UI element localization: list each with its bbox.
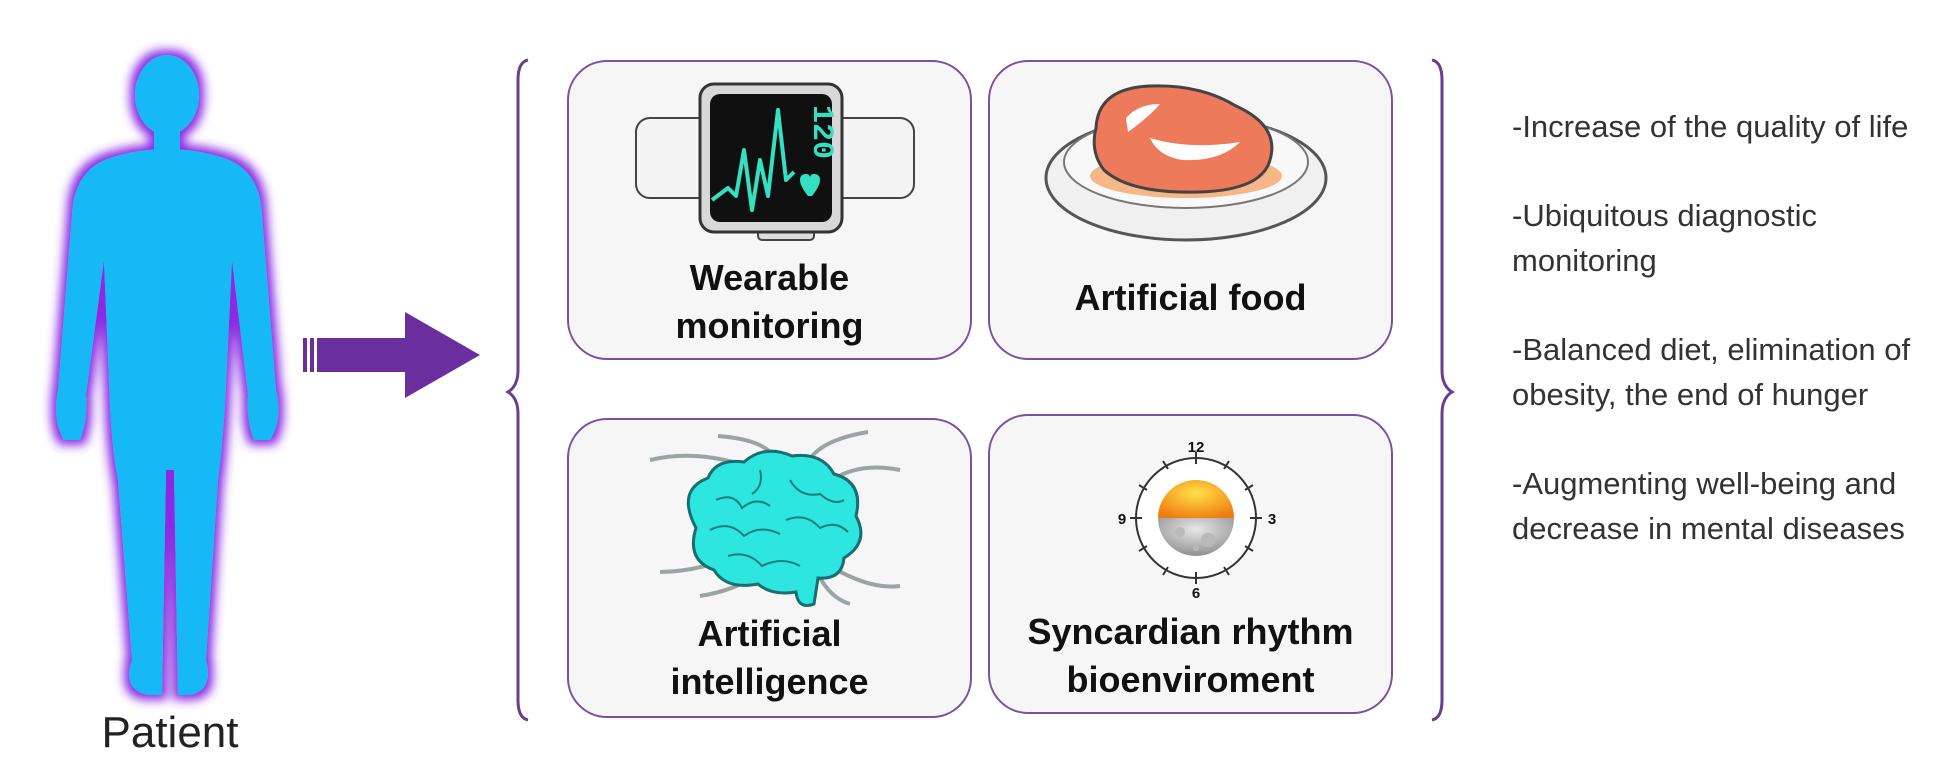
card-syncardian-rhythm: Syncardian rhythm bioenviroment [988, 414, 1393, 714]
card-label-line1: Wearable [689, 257, 850, 298]
patient-figure [56, 55, 279, 695]
card-label-line1: Syncardian rhythm [1027, 611, 1354, 652]
benefit-item: -Increase of the quality of life [1512, 109, 1909, 144]
card-wearable-monitoring: Wearable monitoring [567, 60, 972, 360]
benefit-item: -Ubiquitous diagnostic monitoring [1512, 198, 1818, 278]
right-brace [1431, 58, 1455, 722]
flow-arrow [303, 312, 480, 398]
benefit-item: -Balanced diet, elimination of obesity, … [1512, 332, 1911, 412]
patient-label: Patient [101, 708, 239, 757]
card-label-line1: Artificial [697, 613, 842, 654]
card-label-line2: bioenviroment [1066, 659, 1315, 700]
benefit-item: -Augmenting well-being and decrease in m… [1512, 466, 1905, 546]
card-artificial-intelligence: Artificial intelligence [567, 418, 972, 718]
card-label: Syncardian rhythm bioenviroment [990, 608, 1391, 704]
card-label: Artificial food [990, 274, 1391, 322]
card-artificial-food: Artificial food [988, 60, 1393, 360]
left-brace [505, 58, 529, 722]
card-label: Wearable monitoring [569, 254, 970, 350]
card-label-line2: intelligence [670, 661, 869, 702]
card-label: Artificial intelligence [569, 610, 970, 706]
card-label-line2: monitoring [675, 305, 864, 346]
card-label-line1: Artificial food [1074, 277, 1307, 318]
benefits-list: -Increase of the quality of life -Ubiqui… [1512, 104, 1942, 595]
